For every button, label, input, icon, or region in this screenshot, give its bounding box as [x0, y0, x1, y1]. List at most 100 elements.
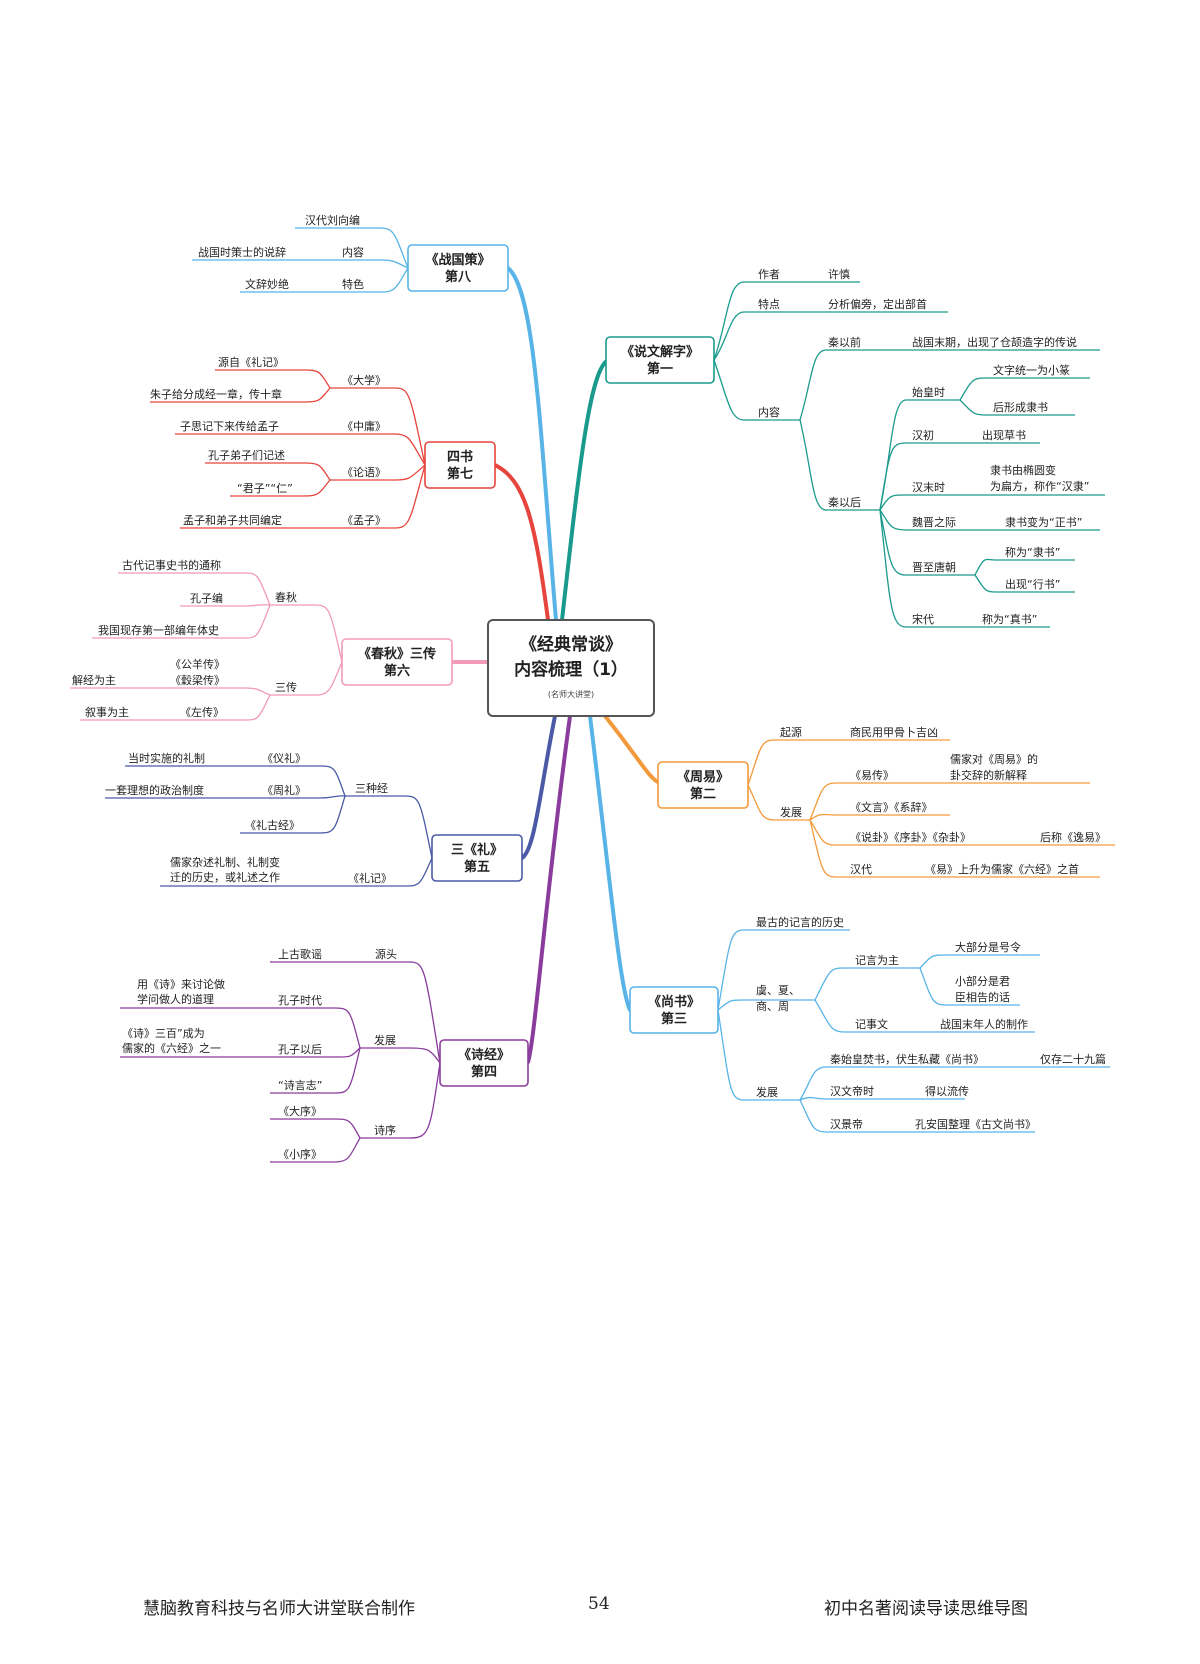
node-weijin-value: 隶书变为“正书” — [1005, 515, 1082, 529]
node-kongzi: 孔子时代 — [278, 994, 322, 1007]
node-shiyan: “诗言志” — [278, 1078, 322, 1092]
node-handai: 汉代 — [850, 863, 872, 876]
node-shixu: 诗序 — [374, 1123, 396, 1137]
node-qin-burn: 秦始皇焚书，伏生私藏《尚书》 — [830, 1052, 984, 1066]
node-daxue-a: 源自《礼记》 — [218, 355, 284, 369]
branch-zhanguo-text: 《战国策》 第八 汉代刘向编 内容 战国时策士的说辞 特色 文辞妙绝 — [198, 213, 491, 291]
node-kongzi-value-1: 用《诗》来讨论做 — [137, 977, 225, 991]
zhouyi-order: 第二 — [690, 786, 716, 802]
node-yizhuan-value-2: 卦交辞的新解释 — [950, 768, 1027, 782]
node-qin-before-value: 战国末期，出现了仓颉造字的传说 — [912, 335, 1077, 349]
branch-li-text: 三《礼》 第五 三种经 《仪礼》 当时实施的礼制 《周礼》 一套理想的政治制度 … — [105, 751, 503, 885]
branch-zhouyi — [657, 739, 1115, 878]
node-kongzihou: 孔子以后 — [278, 1043, 322, 1056]
node-kongzi-value-2: 学问做人的道理 — [137, 992, 214, 1006]
node-kongzihou-value-2: 儒家的《六经》之一 — [122, 1041, 221, 1055]
node-zhongyong-value: 子思记下来传给孟子 — [180, 420, 279, 433]
node-zhouyi-dev: 发展 — [780, 805, 802, 819]
node-zhouli: 《周礼》 — [262, 783, 306, 797]
node-origin-value: 商民用甲骨卜吉凶 — [850, 725, 938, 739]
main-connectors — [450, 266, 662, 1064]
node-source: 源头 — [375, 947, 397, 961]
center-subtitle: (名师大讲堂) — [548, 689, 594, 699]
node-hanwen-value: 得以流传 — [925, 1084, 969, 1098]
node-yili-value: 当时实施的礼制 — [128, 751, 205, 765]
node-hanchu-value: 出现草书 — [982, 428, 1026, 442]
node-origin: 起源 — [780, 725, 802, 739]
branch-shijing — [120, 961, 529, 1163]
branch-shangshu-text: 《尚书》 第三 最古的记言的历史 虞、夏、 商、周 记言为主 大部分是号令 小部… — [648, 915, 1106, 1131]
node-yizhuan-value-1: 儒家对《周易》的 — [950, 752, 1038, 766]
node-cq-b: 孔子编 — [190, 591, 223, 605]
node-shuogua: 《说卦》《序卦》《杂卦》 — [850, 830, 971, 844]
center-title-1: 《经典常谈》 — [520, 634, 622, 655]
node-xushi: 叙事为主 — [85, 705, 129, 719]
chunqiu-order: 第六 — [384, 663, 410, 679]
shijing-title: 《诗经》 — [458, 1047, 510, 1063]
node-zhanguo-tese: 特色 — [342, 277, 364, 291]
branch-shuowen — [605, 281, 1105, 628]
node-shuogua-value: 后称《逸易》 — [1040, 830, 1106, 844]
node-zhanguo-bian: 汉代刘向编 — [305, 213, 360, 227]
shuowen-order: 第一 — [647, 361, 673, 377]
node-zhanguo-neirong-value: 战国时策士的说辞 — [198, 245, 286, 259]
node-song: 宋代 — [912, 612, 934, 626]
zhouyi-title: 《周易》 — [677, 769, 729, 785]
node-liguj: 《礼古经》 — [245, 818, 300, 832]
node-shijing-dev: 发展 — [374, 1033, 396, 1047]
node-yuxia-1: 虞、夏、 — [756, 983, 800, 997]
node-zhanguo-neirong: 内容 — [342, 245, 364, 259]
node-daxu: 《大序》 — [278, 1104, 322, 1118]
sishu-title: 四书 — [447, 449, 473, 465]
node-liji-value-2: 迁的历史，或礼述之作 — [170, 870, 280, 884]
footer-series-title: 初中名著阅读导读思维导图 — [824, 1599, 1028, 1619]
node-mengzi-value: 孟子和弟子共同编定 — [183, 513, 282, 527]
node-liji: 《礼记》 — [348, 871, 392, 885]
node-jintang: 晋至唐朝 — [912, 560, 956, 574]
node-yuxia-2: 商、周 — [756, 999, 789, 1013]
branch-shijing-text: 《诗经》 第四 源头 上古歌谣 发展 孔子时代 用《诗》来讨论做 学问做人的道理… — [122, 947, 510, 1161]
node-author-value: 许慎 — [828, 267, 850, 281]
branch-zhouyi-text: 《周易》 第二 起源 商民用甲骨卜吉凶 发展 《易传》 儒家对《周易》的 卦交辞… — [677, 725, 1106, 876]
shangshu-order: 第三 — [661, 1011, 687, 1027]
node-hanmo-value-2: 为扁方，称作“汉隶” — [990, 479, 1089, 493]
node-sanzhuan: 三传 — [275, 681, 297, 694]
node-song-value: 称为“真书” — [982, 612, 1037, 626]
branch-sishu — [150, 369, 496, 529]
node-hanwen: 汉文帝时 — [830, 1084, 874, 1098]
node-lunyu: 《论语》 — [342, 465, 386, 479]
footer-producer: 慧脑教育科技与名师大讲堂联合制作 — [143, 1599, 415, 1619]
node-content: 内容 — [758, 405, 780, 419]
node-lunyu-b: “君子”“仁” — [237, 482, 293, 495]
node-jiyan-a: 大部分是号令 — [955, 940, 1021, 954]
zhanguo-title: 《战国策》 — [425, 252, 490, 268]
shijing-order: 第四 — [471, 1064, 497, 1080]
node-jishi: 记事文 — [855, 1017, 888, 1031]
sishu-order: 第七 — [447, 466, 473, 482]
branch-li — [105, 765, 523, 887]
node-yizhuan: 《易传》 — [850, 769, 894, 782]
chunqiu-title: 《春秋》三传 — [358, 646, 436, 662]
node-liji-value-1: 儒家杂述礼制、礼制变 — [170, 855, 280, 869]
node-guliang: 《穀梁传》 — [170, 673, 225, 687]
node-jiyan: 记言为主 — [855, 954, 899, 967]
li-title: 三《礼》 — [451, 842, 503, 858]
center-node: 《经典常谈》 内容梳理（1） (名师大讲堂) — [487, 619, 655, 717]
node-jishi-value: 战国末年人的制作 — [940, 1017, 1028, 1031]
node-shihuang: 始皇时 — [912, 385, 945, 399]
node-jiyan-b2: 臣相告的话 — [955, 990, 1010, 1004]
node-cq-c: 我国现存第一部编年体史 — [98, 623, 219, 637]
branch-sishu-text: 四书 第七 《大学》 源自《礼记》 朱子给分成经一章，传十章 《中庸》 子思记下… — [150, 355, 473, 527]
node-gongyang: 《公羊传》 — [170, 657, 225, 671]
node-zuozhuan: 《左传》 — [180, 706, 224, 719]
node-qin-after: 秦以后 — [828, 495, 861, 509]
node-weijin: 魏晋之际 — [912, 515, 956, 529]
branch-chunqiu-text: 《春秋》三传 第六 春秋 古代记事史书的通称 孔子编 我国现存第一部编年体史 三… — [72, 558, 436, 719]
node-yili: 《仪礼》 — [262, 751, 306, 765]
node-cq-a: 古代记事史书的通称 — [122, 558, 221, 572]
node-chunqiu: 春秋 — [275, 590, 297, 604]
branch-shuowen-text: 《说文解字》 第一 作者 许慎 特点 分析偏旁，定出部首 内容 秦以前 战国末期… — [621, 267, 1089, 626]
node-handai-value: 《易》上升为儒家《六经》之首 — [925, 862, 1079, 876]
footer-page-number: 54 — [588, 1594, 610, 1614]
